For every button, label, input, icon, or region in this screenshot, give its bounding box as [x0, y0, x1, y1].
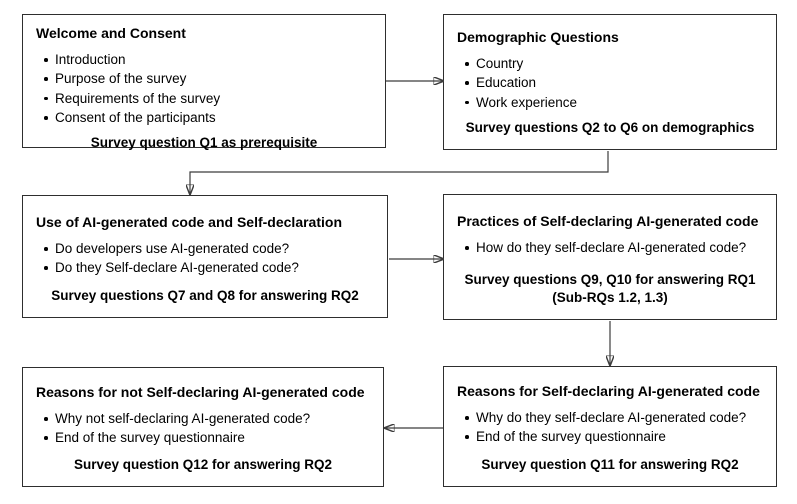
box-footer: Survey question Q12 for answering RQ2	[73, 457, 333, 472]
bullet-item: Requirements of the survey	[44, 89, 377, 108]
arrow-demographics-to-use	[190, 151, 609, 194]
box-footer: Survey question Q1 as prerequisite	[90, 134, 318, 150]
bullet-item: Education	[465, 73, 768, 92]
box-title: Welcome and Consent	[36, 25, 186, 41]
bullet-list: Country Education Work experience	[452, 54, 768, 112]
flow-box-demographic-questions: Demographic Questions Country Education …	[443, 14, 777, 150]
bullet-list: Do developers use AI-generated code? Do …	[31, 239, 379, 278]
box-title: Reasons for Self-declaring AI-generated …	[457, 383, 760, 399]
bullet-item: Do developers use AI-generated code?	[44, 239, 379, 258]
flow-box-welcome-consent: Welcome and Consent Introduction Purpose…	[22, 14, 386, 150]
bullet-item: How do they self-declare AI-generated co…	[465, 238, 768, 257]
bullet-item: End of the survey questionnaire	[44, 428, 375, 447]
bullet-item: End of the survey questionnaire	[465, 427, 768, 446]
box-footer: Survey questions Q9, Q10 for answering R…	[464, 272, 756, 305]
box-footer: Survey questions Q7 and Q8 for answering…	[51, 288, 359, 303]
bullet-list: Why not self-declaring AI-generated code…	[31, 409, 375, 448]
bullet-item: Purpose of the survey	[44, 69, 377, 88]
bullet-item: Introduction	[44, 50, 377, 69]
bullet-item: Why do they self-declare AI-generated co…	[465, 408, 768, 427]
flow-box-reasons-for-not-self-declaring: Reasons for not Self-declaring AI-genera…	[22, 367, 384, 487]
bullet-list: How do they self-declare AI-generated co…	[452, 238, 768, 257]
box-title: Reasons for not Self-declaring AI-genera…	[36, 384, 365, 400]
bullet-list: Introduction Purpose of the survey Requi…	[31, 50, 377, 128]
box-title: Demographic Questions	[457, 29, 619, 45]
flow-box-use-and-self-declaration: Use of AI-generated code and Self-declar…	[22, 195, 388, 318]
bullet-item: Consent of the participants	[44, 108, 377, 127]
bullet-list: Why do they self-declare AI-generated co…	[452, 408, 768, 447]
bullet-item: Country	[465, 54, 768, 73]
box-title: Use of AI-generated code and Self-declar…	[36, 214, 342, 230]
box-footer: Survey questions Q2 to Q6 on demographic…	[465, 120, 755, 135]
box-footer: Survey question Q11 for answering RQ2	[481, 457, 739, 472]
bullet-item: Do they Self-declare AI-generated code?	[44, 258, 379, 277]
bullet-item: Work experience	[465, 93, 768, 112]
box-title: Practices of Self-declaring AI-generated…	[457, 213, 759, 229]
flow-box-reasons-for-self-declaring: Reasons for Self-declaring AI-generated …	[443, 366, 777, 487]
flow-box-practices-of-self-declaring: Practices of Self-declaring AI-generated…	[443, 194, 777, 320]
bullet-item: Why not self-declaring AI-generated code…	[44, 409, 375, 428]
